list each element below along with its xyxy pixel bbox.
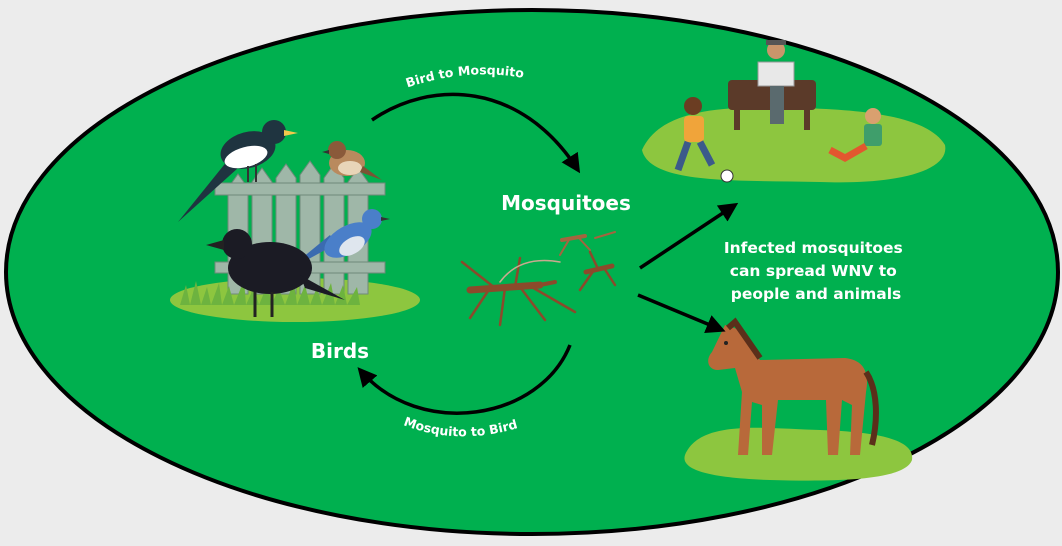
label-birds: Birds — [311, 339, 369, 363]
label-mosquitoes: Mosquitoes — [501, 191, 631, 215]
info-text: Infected mosquitoes can spread WNV to pe… — [724, 239, 908, 303]
